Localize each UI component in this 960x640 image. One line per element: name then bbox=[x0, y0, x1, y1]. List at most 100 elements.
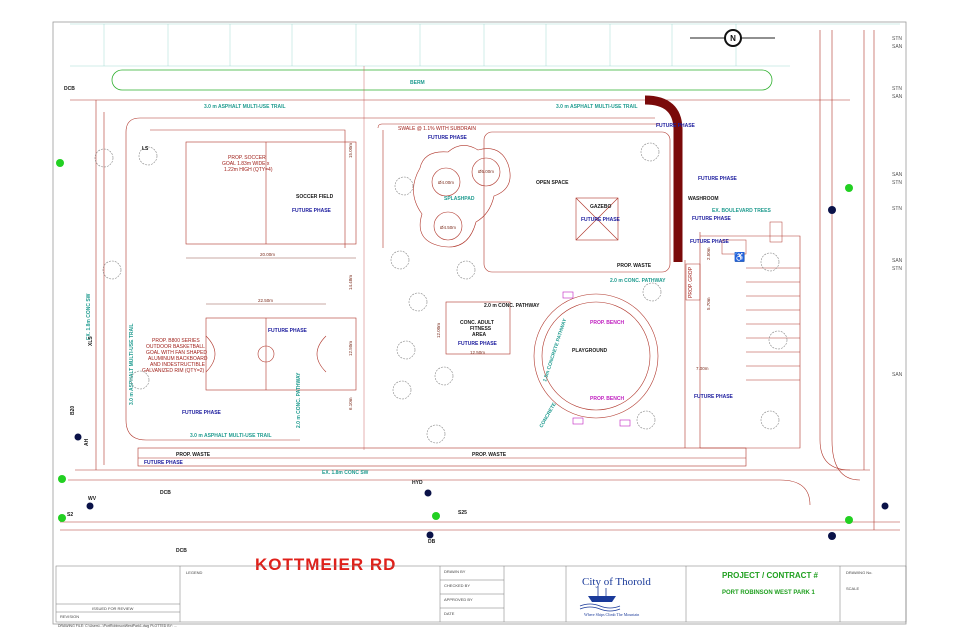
open-space-future-phase: FUTURE PHASE bbox=[428, 135, 468, 141]
footer-path: DRAWING FILE: C:\Users\...\PortRobinsonW… bbox=[58, 624, 177, 628]
soccer-goal-note-2: GOAL 1.83m WIDE x bbox=[222, 161, 270, 167]
gazebo-label: GAZEBO bbox=[590, 204, 612, 210]
prop-waste-1-label: PROP. WASTE bbox=[617, 263, 652, 269]
lot-future-phase: FUTURE PHASE bbox=[694, 394, 734, 400]
dim-splash-2: Ø5.00m bbox=[478, 169, 494, 174]
street-label: STN bbox=[892, 86, 902, 92]
tree-icon bbox=[636, 410, 656, 430]
parking-future-phase: FUTURE PHASE bbox=[692, 216, 732, 222]
tree-icon bbox=[392, 380, 412, 400]
north-arrow-icon: N bbox=[690, 29, 775, 47]
basketball-court bbox=[205, 317, 357, 391]
soccer-future-phase: FUTURE PHASE bbox=[292, 208, 332, 214]
hydrant-icon bbox=[845, 516, 853, 524]
utility-markers bbox=[56, 159, 889, 540]
swale-note: SWALE @ 1.1% WITH SUBDRAIN bbox=[398, 126, 476, 132]
bball-note-6: GALVANIZED RIM (QTY=2) bbox=[142, 368, 205, 374]
marker-ah: AH bbox=[84, 438, 90, 446]
city-name: City of Thorold bbox=[582, 576, 651, 588]
tree-icon bbox=[642, 282, 662, 302]
street-label: STN bbox=[892, 180, 902, 186]
hydrant-icon bbox=[56, 159, 64, 167]
dim-court-width: 22.50m bbox=[258, 298, 273, 303]
site-linework bbox=[60, 30, 900, 531]
manhole-icon bbox=[86, 502, 94, 510]
tree-icon bbox=[138, 146, 158, 166]
issued-for-label: ISSUED FOR REVIEW bbox=[92, 606, 134, 611]
fitness-area bbox=[445, 301, 511, 355]
dim-fitness-height: 12.00m bbox=[436, 323, 441, 338]
bball-note-2: OUTDOOR BASKETBALL bbox=[146, 344, 205, 350]
fitness-note-2: FITNESS bbox=[470, 326, 492, 332]
revision-label: REVISION bbox=[60, 614, 79, 619]
prop-waste-2-label: PROP. WASTE bbox=[176, 452, 211, 458]
marker-wv: WV bbox=[88, 496, 97, 502]
marker-xls: XLS bbox=[88, 336, 94, 346]
tree-icon bbox=[426, 424, 446, 444]
dim-700: 7.00m bbox=[696, 366, 709, 371]
project-name: PORT ROBINSON WEST PARK 1 bbox=[722, 590, 816, 596]
svg-text:N: N bbox=[730, 34, 736, 43]
tree-icon bbox=[640, 142, 660, 162]
hydrant-icon bbox=[845, 184, 853, 192]
open-space-label: OPEN SPACE bbox=[536, 180, 569, 186]
drawn-by-label: DRAWN BY bbox=[444, 569, 466, 574]
fitness-future-phase: FUTURE PHASE bbox=[458, 341, 498, 347]
tree-icon bbox=[768, 330, 788, 350]
dim-splash-1: Ø4.00m bbox=[438, 180, 454, 185]
manhole-icon bbox=[828, 206, 836, 214]
drawing-no-label: DRAWING No. bbox=[846, 570, 873, 575]
splashpad-label: SPLASHPAD bbox=[444, 196, 475, 202]
gazebo bbox=[575, 197, 619, 241]
bench-icon bbox=[572, 417, 584, 425]
trail-future-phase: FUTURE PHASE bbox=[656, 123, 696, 129]
bench-icon bbox=[562, 291, 574, 299]
tree-icon bbox=[408, 292, 428, 312]
berm-label: BERM bbox=[410, 80, 425, 86]
street-label: SAN bbox=[892, 172, 903, 178]
splashpad bbox=[413, 145, 511, 248]
tree-icon bbox=[102, 260, 122, 280]
dim-570: 5.70m bbox=[706, 297, 711, 310]
dim-splash-3: Ø4.50m bbox=[440, 225, 456, 230]
bball-note-4: ALUMINUM BACKBOARD bbox=[148, 356, 208, 362]
tree-icon-group bbox=[94, 142, 788, 444]
marker-db: DB bbox=[428, 539, 436, 545]
approved-by-label: APPROVED BY bbox=[444, 597, 473, 602]
prop-bench-2-label: PROP. BENCH bbox=[590, 396, 624, 402]
dim-fitness: 12.50m bbox=[470, 350, 485, 355]
tree-icon bbox=[394, 176, 414, 196]
playground bbox=[533, 293, 659, 419]
manhole-icon bbox=[424, 489, 432, 497]
prop-waste-3-label: PROP. WASTE bbox=[472, 452, 507, 458]
soccer-field bbox=[185, 141, 357, 245]
court-future-phase: FUTURE PHASE bbox=[268, 328, 308, 334]
tree-icon bbox=[760, 410, 780, 430]
street-label: STN bbox=[892, 36, 902, 42]
scale-label: SCALE bbox=[846, 586, 859, 591]
street-label: SAN bbox=[892, 372, 903, 378]
hydrant-icon bbox=[58, 514, 66, 522]
project-contract-label: PROJECT / CONTRACT # bbox=[722, 571, 819, 580]
ex-sw-left-label: EX. 1.8m CONC SW bbox=[86, 293, 92, 340]
street-label: SAN bbox=[892, 258, 903, 264]
trail-bottom-label: 3.0 m ASPHALT MULTI-USE TRAIL bbox=[190, 433, 272, 439]
dim-1448: 14.48m bbox=[348, 275, 353, 290]
legend-label: LEGEND bbox=[186, 570, 203, 575]
ship-logo-icon bbox=[579, 586, 621, 612]
conc-pathway-left-label: 2.0 m CONC. PATHWAY bbox=[296, 372, 302, 428]
marker-hyd: HYD bbox=[412, 480, 423, 486]
manhole-icon bbox=[881, 502, 889, 510]
sheet-border bbox=[52, 21, 907, 625]
washroom-label: WASHROOM bbox=[688, 196, 719, 202]
hydrant-icon bbox=[432, 512, 440, 520]
dim-soccer-width: 20.00m bbox=[260, 252, 275, 257]
road-name-label: KOTTMEIER RD bbox=[255, 555, 396, 574]
fitness-note-1: CONC. ADULT bbox=[460, 320, 494, 326]
conc-pathway-right-label: 2.0 m CONC. PATHWAY bbox=[610, 278, 666, 284]
street-label: STN bbox=[892, 206, 902, 212]
conc-pathway-top-label: 2.0 m CONC. PATHWAY bbox=[484, 303, 540, 309]
trail-vertical-label: 3.0 m ASPHALT MULTI-USE TRAIL bbox=[129, 323, 135, 405]
berm-outline bbox=[111, 69, 773, 91]
